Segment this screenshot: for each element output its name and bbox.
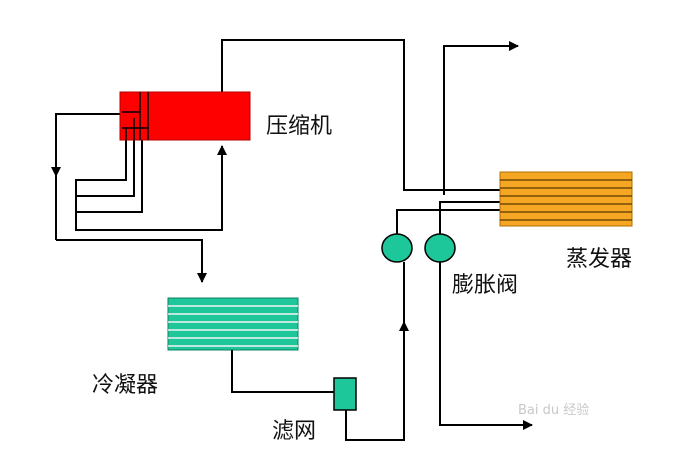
evaporator-box	[499, 171, 633, 227]
pipe-valve-to-evaporator	[396, 201, 533, 430]
watermark: Bai du 经验	[518, 402, 589, 418]
pipe-filter-to-valve	[345, 262, 409, 441]
condenser-box	[167, 297, 299, 351]
label-evaporator: 蒸发器	[566, 247, 632, 272]
pipe-condenser-to-filter	[231, 350, 334, 393]
filter-box	[333, 377, 357, 411]
label-compressor: 压缩机	[266, 114, 332, 139]
compressor-box	[119, 91, 251, 141]
pipe-compressor-stepped	[75, 140, 227, 231]
expansion-valve	[381, 233, 456, 263]
label-filter: 滤网	[272, 419, 316, 444]
compressor-internal-marks	[122, 92, 149, 140]
label-expansion-valve: 膨胀阀	[452, 273, 518, 298]
pipe-left-loop	[51, 113, 207, 283]
pipe-discharge	[221, 39, 519, 195]
label-condenser: 冷凝器	[92, 373, 158, 398]
